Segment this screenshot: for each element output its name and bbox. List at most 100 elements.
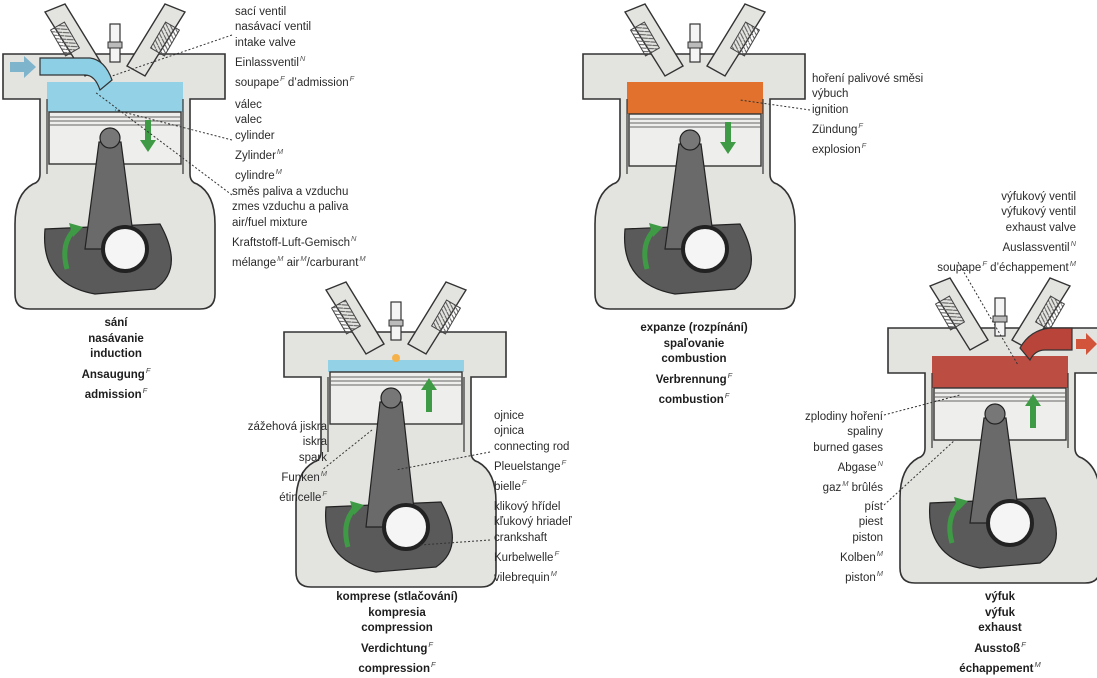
exhaust-valve-label: výfukový ventilvýfukový ventilexhaust va… — [937, 190, 1076, 277]
label-line: admissionF — [82, 383, 151, 403]
label-line: crankshaft — [494, 531, 572, 546]
label-line: ojnica — [494, 424, 569, 439]
label-line: expanze (rozpínání) — [640, 321, 747, 337]
crankshaft-journal — [988, 501, 1032, 545]
label-line: kľukový hriadeľ — [494, 515, 572, 530]
crankshaft-journal — [384, 505, 428, 549]
label-line: výfukový ventil — [937, 205, 1076, 220]
label-line: AbgaseN — [805, 456, 883, 476]
label-line: spaľovanie — [640, 337, 747, 353]
spark-plug-nut — [108, 42, 122, 48]
chamber-gas — [932, 356, 1068, 388]
label-line: ignition — [812, 103, 923, 118]
intake-engine — [3, 4, 225, 309]
label-line: compressionF — [336, 657, 457, 677]
label-line: cylindreM — [235, 164, 283, 184]
label-line: spark — [248, 451, 327, 466]
wrist-pin — [985, 404, 1005, 424]
label-line: intake valve — [235, 36, 354, 51]
label-line: ZylinderM — [235, 144, 283, 164]
label-line: sání — [82, 316, 151, 332]
label-line: výfukový ventil — [937, 190, 1076, 205]
label-line: vilebrequinM — [494, 566, 572, 586]
spark-icon — [392, 354, 400, 362]
label-line: soupapeF d’échappementM — [937, 256, 1076, 276]
air-fuel-mixture-label: směs paliva a vzduchuzmes vzduchu a pali… — [232, 185, 366, 272]
label-line: VerdichtungF — [336, 637, 457, 657]
label-line: AuslassventilN — [937, 236, 1076, 256]
label-line: FunkenM — [248, 466, 327, 486]
label-line: zmes vzduchu a paliva — [232, 200, 366, 215]
label-line: nasávací ventil — [235, 20, 354, 35]
label-line: směs paliva a vzduchu — [232, 185, 366, 200]
label-line: burned gases — [805, 441, 883, 456]
label-line: výfuk — [959, 606, 1040, 622]
label-line: explosionF — [812, 138, 923, 158]
label-line: valec — [235, 113, 283, 128]
label-line: piston — [840, 531, 883, 546]
wrist-pin — [680, 130, 700, 150]
label-line: PleuelstangeF — [494, 455, 569, 475]
exhaust-engine — [888, 278, 1097, 583]
label-line: kompresia — [336, 606, 457, 622]
spark-plug-nut — [688, 42, 702, 48]
label-line: výfuk — [959, 590, 1040, 606]
crankshaft-journal — [683, 227, 727, 271]
label-line: air/fuel mixture — [232, 216, 366, 231]
label-line: bielleF — [494, 475, 569, 495]
label-line: combustionF — [640, 388, 747, 408]
label-line: Kraftstoff-Luft-GemischN — [232, 231, 366, 251]
label-line: hoření palivové směsi — [812, 72, 923, 87]
label-line: exhaust — [959, 621, 1040, 637]
label-line: AusstoßF — [959, 637, 1040, 657]
label-line: komprese (stlačování) — [336, 590, 457, 606]
label-line: AnsaugungF — [82, 363, 151, 383]
label-line: spaliny — [805, 425, 883, 440]
wrist-pin — [100, 128, 120, 148]
label-line: connecting rod — [494, 440, 569, 455]
combustion-engine — [583, 4, 805, 309]
label-line: válec — [235, 98, 283, 113]
label-line: gazM brûlés — [805, 476, 883, 496]
label-line: induction — [82, 347, 151, 363]
label-line: VerbrennungF — [640, 368, 747, 388]
label-line: iskra — [248, 435, 327, 450]
label-line: zplodiny hoření — [805, 410, 883, 425]
label-line: sací ventil — [235, 5, 354, 20]
label-line: soupapeF d’admissionF — [235, 71, 354, 91]
combustion-caption: expanze (rozpínání)spaľovaniecombustionV… — [640, 321, 747, 409]
label-line: klikový hřídel — [494, 500, 572, 515]
connecting-rod-label: ojniceojnicaconnecting rodPleuelstangeFb… — [494, 409, 569, 496]
spark-plug-nut — [389, 320, 403, 326]
label-line: píst — [840, 500, 883, 515]
label-line: nasávanie — [82, 332, 151, 348]
label-line: mélangeM airM/carburantM — [232, 251, 366, 271]
label-line: cylinder — [235, 129, 283, 144]
wrist-pin — [381, 388, 401, 408]
compression-caption: komprese (stlačování)kompresiacompressio… — [336, 590, 457, 678]
label-line: zážehová jiskra — [248, 420, 327, 435]
label-line: KurbelwelleF — [494, 546, 572, 566]
label-line: échappementM — [959, 657, 1040, 677]
label-line: ojnice — [494, 409, 569, 424]
label-line: combustion — [640, 352, 747, 368]
label-line: piest — [840, 515, 883, 530]
crankshaft-journal — [103, 227, 147, 271]
label-line: ZündungF — [812, 118, 923, 138]
label-line: KolbenM — [840, 546, 883, 566]
spark-plug-nut — [993, 316, 1007, 322]
chamber-gas — [47, 82, 183, 112]
label-line: pistonM — [840, 566, 883, 586]
label-line: compression — [336, 621, 457, 637]
label-line: výbuch — [812, 87, 923, 102]
